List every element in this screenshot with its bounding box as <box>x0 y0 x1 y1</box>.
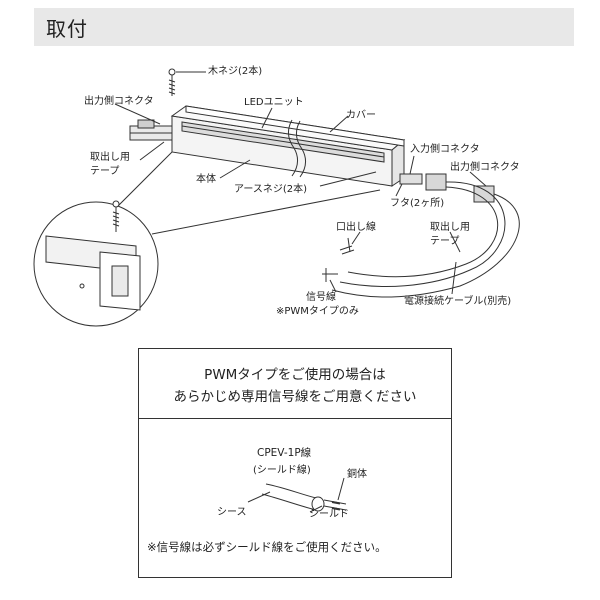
label-pwm-only: ※PWMタイプのみ <box>276 306 359 317</box>
label-outlet-wire: 口出し線 <box>336 222 376 233</box>
break-mark <box>296 120 306 178</box>
wood-screw-icon <box>168 68 176 96</box>
label-output-connector-right: 出力側コネクタ <box>450 162 520 173</box>
label-takeout-tape-left-1: 取出し用 <box>90 152 130 163</box>
label-sheath: シース <box>217 507 247 518</box>
label-output-connector-left: 出力側コネクタ <box>84 96 154 107</box>
shield-note: ※信号線は必ずシールド線をご使用ください。 <box>147 540 387 554</box>
label-cover: カバー <box>346 110 376 121</box>
power-cable <box>347 186 499 278</box>
outlet-wire <box>331 193 520 298</box>
output-connector <box>425 173 447 191</box>
label-copper: 銅体 <box>347 469 367 480</box>
pwm-info-box: PWMタイプをご使用の場合は あらかじめ専用信号線をご用意ください CPEV-1… <box>138 348 452 578</box>
label-lid: フタ(2ヶ所) <box>390 198 445 209</box>
label-takeout-tape-right-2: テープ <box>430 236 460 247</box>
label-earth-screw: アースネジ(2本) <box>234 184 308 195</box>
shield-cable-illustration <box>247 477 347 513</box>
label-signal-wire: 信号線 <box>306 292 336 303</box>
break-mark <box>288 119 298 177</box>
label-input-connector: 入力側コネクタ <box>410 144 480 155</box>
label-wood-screw: 木ネジ(2本) <box>208 66 263 77</box>
label-power-cable: 電源接続ケーブル(別売) <box>404 296 512 307</box>
label-led-unit: LEDユニット <box>244 97 304 108</box>
input-connector <box>399 173 423 185</box>
power-cable <box>339 181 506 287</box>
label-takeout-tape-left-2: テープ <box>90 166 120 177</box>
label-body: 本体 <box>196 174 216 185</box>
pwm-info-header: PWMタイプをご使用の場合は あらかじめ専用信号線をご用意ください <box>139 349 451 419</box>
label-shield: シールド <box>309 509 349 520</box>
wood-screw-icon <box>112 200 120 232</box>
section-title: 取付 <box>46 17 88 41</box>
cable-sub: (シールド線) <box>253 465 311 476</box>
pwm-info-line-2: あらかじめ専用信号線をご用意ください <box>173 389 417 405</box>
cable-name: CPEV-1P線 <box>257 447 312 459</box>
cover <box>185 105 405 147</box>
label-takeout-tape-right-1: 取出し用 <box>430 222 470 233</box>
section-header: 取付 <box>34 8 574 46</box>
pwm-info-line-1: PWMタイプをご使用の場合は <box>204 367 386 383</box>
